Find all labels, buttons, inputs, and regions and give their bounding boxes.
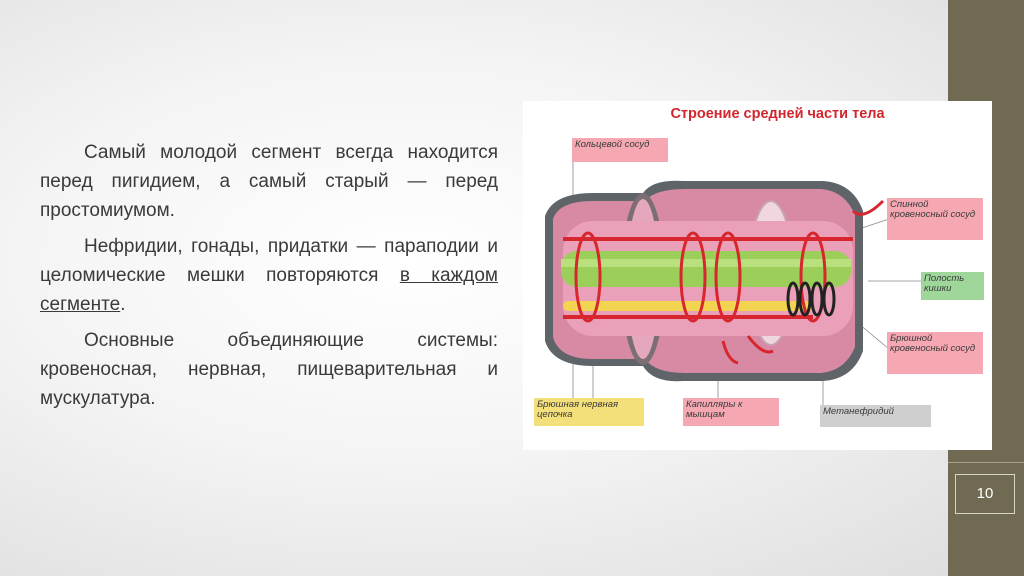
- paragraph-2: Нефридии, гонады, придатки — параподии и…: [40, 232, 498, 319]
- label-ventral-vessel: Брюшной кровеносный сосуд: [887, 332, 983, 374]
- paragraph-2-underlined: в каждом сегменте: [40, 265, 498, 315]
- paragraph-3: Основные объединяющие системы: кровеносн…: [40, 330, 498, 409]
- worm-illustration: [545, 161, 921, 406]
- label-ring-vessel: Кольцевой сосуд: [572, 138, 668, 162]
- page-number: 10: [955, 474, 1015, 514]
- label-metanephridium: Метанефридий: [820, 405, 931, 427]
- worm-diagram: Строение средней части тела Кольцевой со…: [523, 101, 992, 450]
- paragraph-2-end: .: [120, 294, 126, 315]
- label-capillaries: Капилляры к мышцам: [683, 398, 779, 426]
- paragraph-2-text: Нефридии, гонады, придатки — параподии и…: [40, 236, 498, 286]
- label-dorsal-vessel: Спинной кровеносный сосуд: [887, 198, 983, 240]
- figure-title: Строение средней части тела: [670, 106, 885, 122]
- paragraph-1: Самый молодой сегмент всегда находится п…: [40, 142, 498, 221]
- slide-text: Самый молодой сегмент всегда находится п…: [40, 138, 498, 420]
- label-gut-cavity: Полость кишки: [921, 272, 984, 300]
- sidebar-divider: [948, 462, 1024, 463]
- label-nerve-chain: Брюшная нервная цепочка: [534, 398, 644, 426]
